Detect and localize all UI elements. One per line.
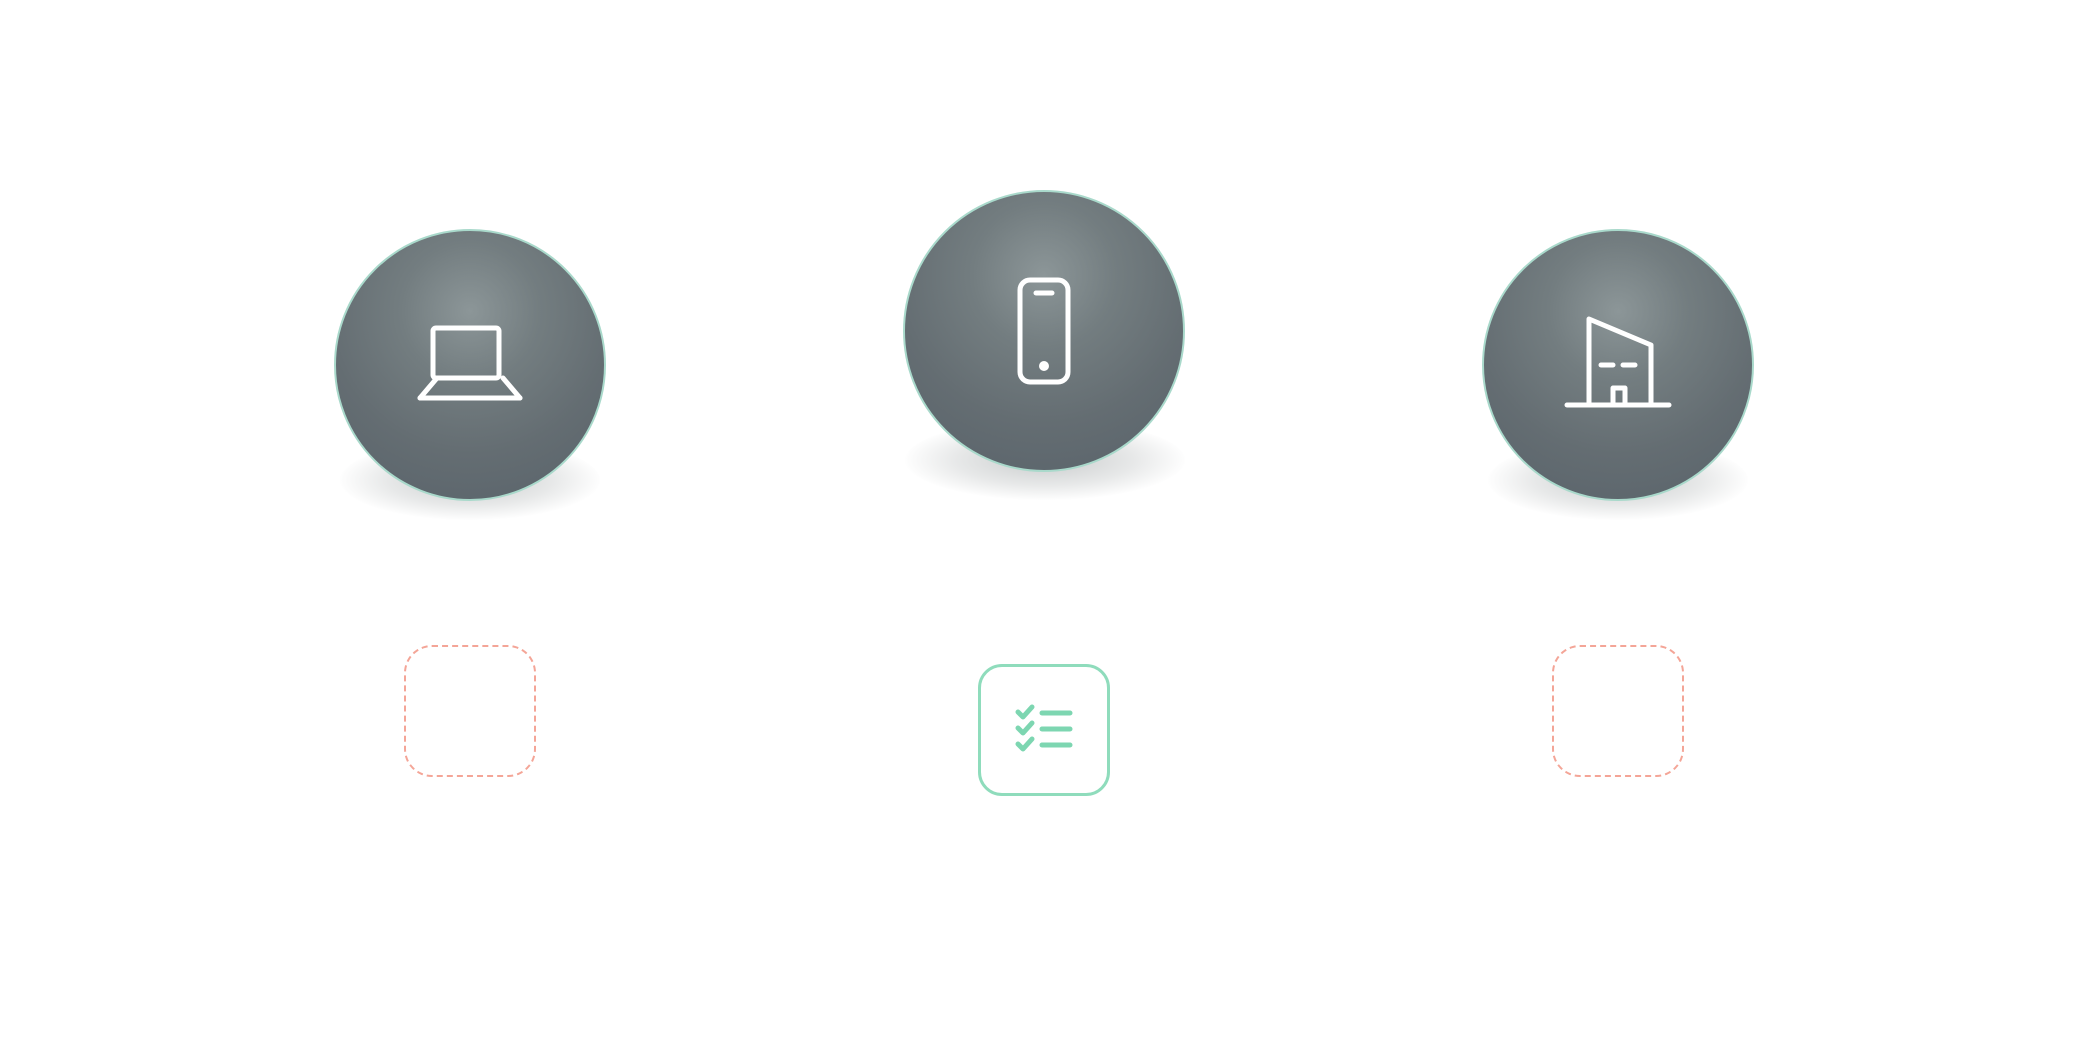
building-placeholder-box[interactable] — [1552, 645, 1684, 777]
building-icon — [1564, 316, 1672, 408]
laptop-placeholder-box[interactable] — [404, 645, 536, 777]
laptop-sphere[interactable] — [334, 229, 606, 501]
node-building — [0, 0, 1754, 777]
checklist-icon — [1015, 704, 1073, 752]
phone-checklist-box[interactable] — [978, 664, 1110, 796]
phone-icon — [1017, 277, 1071, 385]
node-phone — [0, 0, 1185, 796]
node-laptop — [0, 0, 606, 777]
building-sphere[interactable] — [1482, 229, 1754, 501]
phone-sphere[interactable] — [903, 190, 1185, 472]
laptop-icon — [417, 325, 523, 401]
